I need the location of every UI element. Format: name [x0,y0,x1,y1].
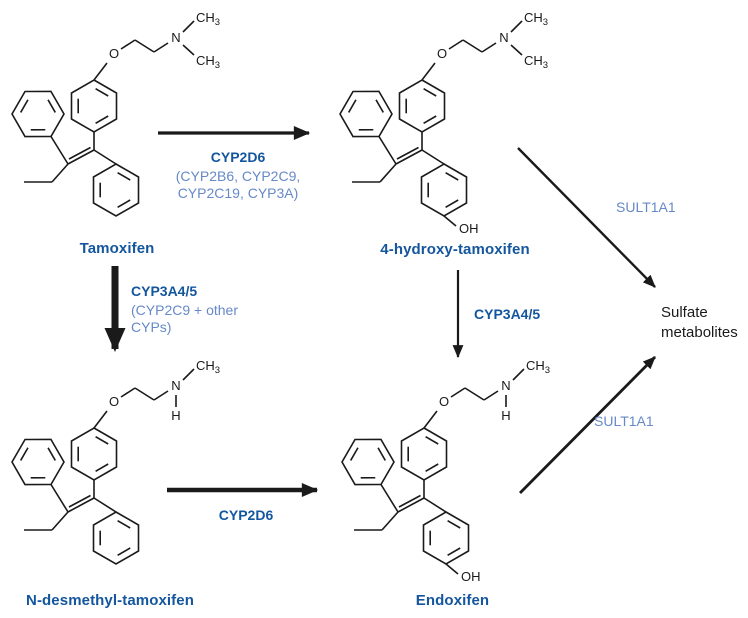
structure-4-hydroxy-tamoxifen: CH3 OH [330,0,580,236]
structure-n-desmethyl-tamoxifen: H [2,344,252,589]
label-endoxifen: Endoxifen [415,592,490,609]
reaction-label-4oh-to-endoxifen: CYP3A4/5 [474,306,540,325]
sulfate-line-2: metabolites [661,324,738,341]
hydrogen-label: H [501,408,510,423]
enzyme-sult1a1: SULT1A1 [594,413,654,429]
hydroxyl-group: OH [445,563,481,584]
bond [510,44,523,56]
label-4-hydroxy-tamoxifen: 4-hydroxy-tamoxifen [380,241,530,258]
structure-endoxifen: H OH [332,344,582,584]
reaction-label-tam-to-4oh: CYP2D6 (CYP2B6, CYP2C9, CYP2C19, CYP3A) [152,149,324,202]
enzyme-cyp3a45: CYP3A4/5 [131,283,198,299]
enzyme-secondary-line: (CYP2B6, CYP2C9, [175,168,301,184]
bond [443,215,457,227]
enzyme-cyp2d6: CYP2D6 [218,507,274,523]
triphenylethylene-skeleton [6,358,221,564]
enzyme-secondary-line: CYPs) [131,319,172,335]
enzyme-secondary-line: (CYP2C9 + other [131,302,238,318]
reaction-label-endoxifen-to-sulfate: SULT1A1 [594,413,654,430]
enzyme-sult1a1: SULT1A1 [616,199,676,215]
triphenylethylene-skeleton [334,10,549,216]
label-tamoxifen: Tamoxifen [79,240,155,257]
enzyme-cyp3a45: CYP3A4/5 [474,306,541,322]
hydroxyl-label: OH [459,221,479,236]
hydrogen-label: H [171,408,180,423]
bond [445,563,459,575]
n-hydrogen-group: H [501,395,511,423]
reaction-label-ndm-to-endoxifen: CYP2D6 [196,507,296,526]
enzyme-cyp2d6: CYP2D6 [210,149,266,165]
sulfate-line-1: Sulfate [661,304,708,321]
n-hydrogen-group: H [171,395,181,423]
label-n-desmethyl-tamoxifen: N-desmethyl-tamoxifen [26,592,194,609]
n-methyl-lower-group: CH3 [510,44,548,71]
enzyme-secondary-line: CYP2C19, CYP3A) [177,185,299,201]
hydroxyl-group: OH [443,215,479,236]
triphenylethylene-skeleton [336,358,551,564]
n-methyl-lower-group: CH3 [182,44,220,71]
reaction-label-tam-to-ndm: CYP3A4/5 (CYP2C9 + other CYPs) [131,283,301,336]
bond [182,44,195,56]
hydroxyl-label: OH [461,569,481,584]
structure-tamoxifen: CH3 [2,0,252,241]
reaction-label-4oh-to-sulfate: SULT1A1 [616,199,676,216]
label-sulfate-metabolites: Sulfate metabolites [661,303,738,343]
methyl-label-bottom: CH3 [524,53,548,71]
methyl-label-bottom: CH3 [196,53,220,71]
